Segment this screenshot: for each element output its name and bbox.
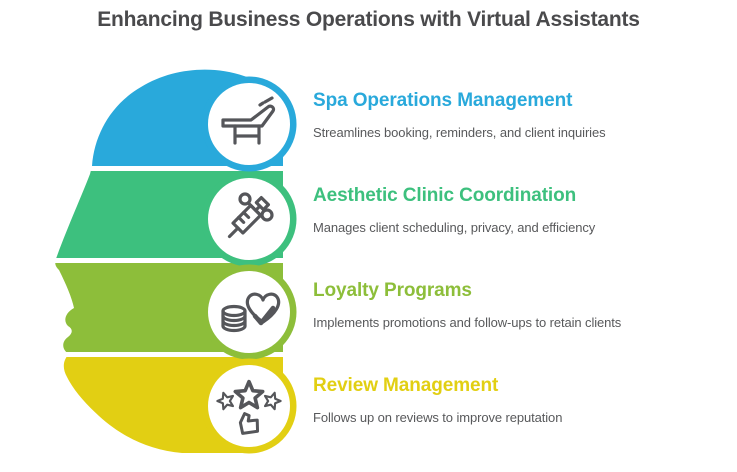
section-review-management: Review Management Follows up on reviews … [313, 375, 713, 425]
section-description: Manages client scheduling, privacy, and … [313, 220, 596, 235]
badge-face-review [208, 365, 290, 447]
section-heading: Review Management [313, 375, 499, 396]
syringe-icon [227, 192, 274, 239]
section-description: Implements promotions and follow-ups to … [313, 315, 622, 330]
spa-bed-icon [221, 96, 276, 145]
page-title: Enhancing Business Operations with Virtu… [97, 8, 640, 31]
icon-badges [201, 76, 297, 454]
section-heading: Loyalty Programs [313, 280, 472, 301]
badge-face-spa [208, 83, 290, 165]
stars-thumbs-up-icon [216, 379, 282, 435]
section-heading: Spa Operations Management [313, 90, 573, 111]
section-heading: Aesthetic Clinic Coordination [313, 185, 577, 206]
heart-coins-check-icon [221, 292, 281, 333]
badge-face-loyalty [208, 271, 290, 353]
section-description: Streamlines booking, reminders, and clie… [313, 125, 606, 140]
section-loyalty-programs: Loyalty Programs Implements promotions a… [313, 280, 713, 330]
section-description: Follows up on reviews to improve reputat… [313, 410, 563, 425]
section-spa-operations: Spa Operations Management Streamlines bo… [313, 90, 713, 140]
section-aesthetic-clinic: Aesthetic Clinic Coordination Manages cl… [313, 185, 713, 235]
badge-face-clinic [208, 178, 290, 260]
